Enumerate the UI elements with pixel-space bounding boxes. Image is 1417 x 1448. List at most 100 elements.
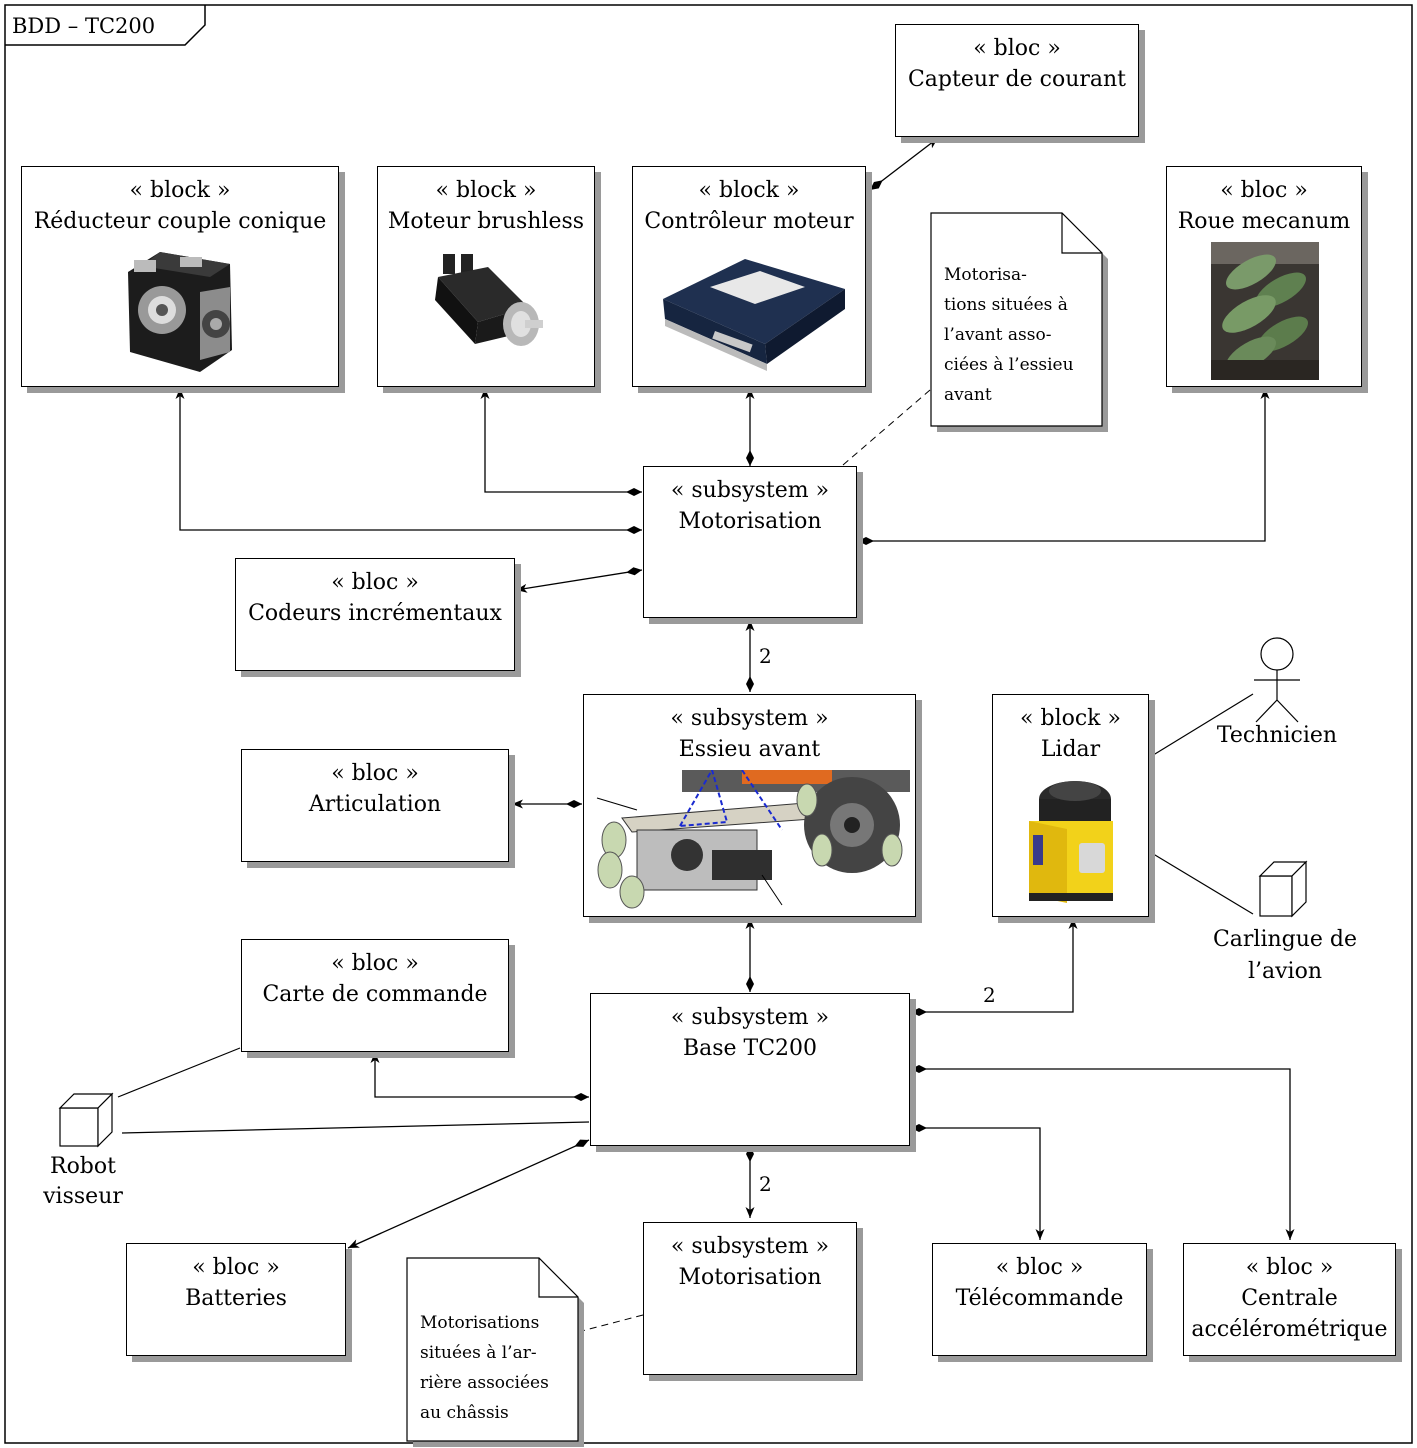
stereotype: « bloc »	[192, 1255, 280, 1280]
multiplicity-base-motorisation: 2	[759, 1172, 772, 1196]
note-line: Motorisations	[420, 1313, 540, 1333]
axle-cad-photo	[596, 770, 910, 909]
note-line: au châssis	[420, 1403, 509, 1423]
actor-label-line: l’avion	[1247, 959, 1323, 984]
actor-label-line: Carlingue de	[1212, 927, 1358, 952]
stereotype: « block »	[129, 178, 231, 203]
block-roue[interactable]: « bloc » Roue mecanum	[1166, 166, 1362, 387]
assoc-lidar-technicien	[1149, 693, 1254, 758]
block-name: Télécommande	[955, 1286, 1124, 1311]
block-name: Motorisation	[678, 509, 822, 534]
link-base-carte	[370, 1052, 589, 1101]
stereotype: « block »	[435, 178, 537, 203]
block-name: Essieu avant	[678, 737, 821, 762]
block-batteries[interactable]: « bloc » Batteries	[126, 1243, 346, 1356]
block-name: Base TC200	[682, 1036, 818, 1061]
link-base-lidar	[911, 918, 1078, 1016]
block-moteur[interactable]: « block » Moteur brushless	[377, 166, 595, 387]
frame-border	[4, 4, 1413, 1444]
link-motorisation-reducteur	[175, 388, 642, 534]
block-name: Capteur de courant	[907, 67, 1127, 92]
multiplicity-motorisation-essieu: 2	[759, 644, 772, 668]
block-name: Centrale	[1241, 1286, 1338, 1311]
block-capteur-courant[interactable]: « bloc » Capteur de courant	[895, 24, 1139, 137]
frame-title: BDD – TC200	[12, 14, 155, 38]
actor-robot-label: Robot visseur	[28, 1152, 138, 1212]
gearbox-photo	[128, 252, 232, 372]
note-line: tions situées à	[944, 295, 1068, 315]
block-name: Batteries	[185, 1286, 287, 1311]
note-motorisation-avant: Motorisa- tions situées à l’avant asso- …	[944, 260, 1074, 410]
stereotype: « subsystem »	[670, 1234, 830, 1259]
assoc-base-robot	[121, 1121, 590, 1134]
block-controleur[interactable]: « block » Contrôleur moteur	[632, 166, 866, 387]
assoc-lidar-carlingue	[1149, 851, 1254, 915]
block-name: Motorisation	[678, 1265, 822, 1290]
motor-controller-photo	[663, 259, 845, 371]
stereotype: « subsystem »	[670, 706, 829, 731]
note-avant-shape	[930, 212, 1108, 432]
block-reducteur[interactable]: « block » Réducteur couple conique	[21, 166, 339, 387]
cube-icon	[1258, 860, 1308, 918]
note-line: avant	[944, 385, 992, 405]
block-motorisation-arriere[interactable]: « subsystem » Motorisation	[643, 1222, 857, 1375]
note-line: situées à l’ar-	[420, 1343, 537, 1363]
brushless-motor-photo	[435, 254, 543, 346]
link-motorisation-moteur	[480, 388, 642, 496]
stereotype: « block »	[698, 178, 800, 203]
actor-carlingue-label: Carlingue de l’avion	[1205, 924, 1365, 988]
block-name: Carte de commande	[262, 982, 488, 1007]
note-anchor-arriere	[577, 1314, 644, 1333]
cube-icon	[58, 1092, 114, 1148]
link-base-centrale	[911, 1065, 1295, 1240]
stereotype: « bloc »	[1245, 1255, 1334, 1280]
actor-label-line: visseur	[43, 1184, 123, 1209]
stereotype: « subsystem »	[670, 478, 830, 503]
lidar-sensor-photo	[1029, 781, 1113, 903]
block-name: Articulation	[308, 792, 442, 817]
block-name-line2: accélérométrique	[1191, 1317, 1388, 1342]
note-arriere-shape	[406, 1257, 584, 1447]
link-motorisation-codeurs	[515, 567, 643, 593]
note-line: l’avant asso-	[944, 325, 1052, 345]
block-centrale[interactable]: « bloc » Centrale accélérométrique	[1183, 1243, 1396, 1356]
frame-tab	[5, 5, 206, 46]
multiplicity-base-lidar: 2	[983, 983, 996, 1007]
stereotype: « bloc »	[331, 761, 419, 786]
note-motorisation-arriere: Motorisations situées à l’ar- rière asso…	[420, 1308, 549, 1428]
stereotype: « block »	[1020, 706, 1121, 731]
stick-figure-icon	[1254, 637, 1300, 723]
block-name: Moteur brushless	[387, 209, 585, 234]
block-name: Contrôleur moteur	[644, 209, 854, 234]
block-telecommande[interactable]: « bloc » Télécommande	[932, 1243, 1147, 1356]
link-base-telecommande	[911, 1124, 1045, 1240]
stereotype: « subsystem »	[670, 1005, 830, 1030]
block-name: Réducteur couple conique	[33, 209, 327, 234]
link-base-batteries	[347, 1139, 590, 1249]
note-line: rière associées	[420, 1373, 549, 1393]
block-essieu-avant[interactable]: « subsystem » Essieu avant	[583, 694, 916, 917]
assoc-carte-robot	[117, 1047, 241, 1098]
note-anchor-avant	[842, 389, 931, 466]
note-line: ciées à l’essieu	[944, 355, 1074, 375]
block-carte-commande[interactable]: « bloc » Carte de commande	[241, 939, 509, 1052]
actor-technicien-label: Technicien	[1216, 723, 1338, 748]
block-name: Codeurs incrémentaux	[248, 601, 502, 626]
stereotype: « bloc »	[331, 570, 419, 595]
link-motorisation-roue	[858, 388, 1270, 545]
link-controleur-capteur	[869, 137, 939, 191]
block-base-tc200[interactable]: « subsystem » Base TC200	[590, 993, 910, 1146]
note-line: Motorisa-	[944, 265, 1027, 285]
block-articulation[interactable]: « bloc » Articulation	[241, 749, 509, 862]
mecanum-wheel-photo	[1211, 242, 1319, 380]
stereotype: « bloc »	[331, 951, 419, 976]
stereotype: « bloc »	[973, 36, 1061, 61]
stereotype: « bloc »	[1220, 178, 1308, 203]
block-codeurs[interactable]: « bloc » Codeurs incrémentaux	[235, 558, 515, 671]
block-name: Lidar	[1040, 737, 1101, 762]
block-lidar[interactable]: « block » Lidar	[992, 694, 1149, 917]
block-motorisation-avant[interactable]: « subsystem » Motorisation	[643, 466, 857, 618]
block-name: Roue mecanum	[1177, 209, 1351, 234]
actor-label-line: Robot	[50, 1154, 116, 1179]
